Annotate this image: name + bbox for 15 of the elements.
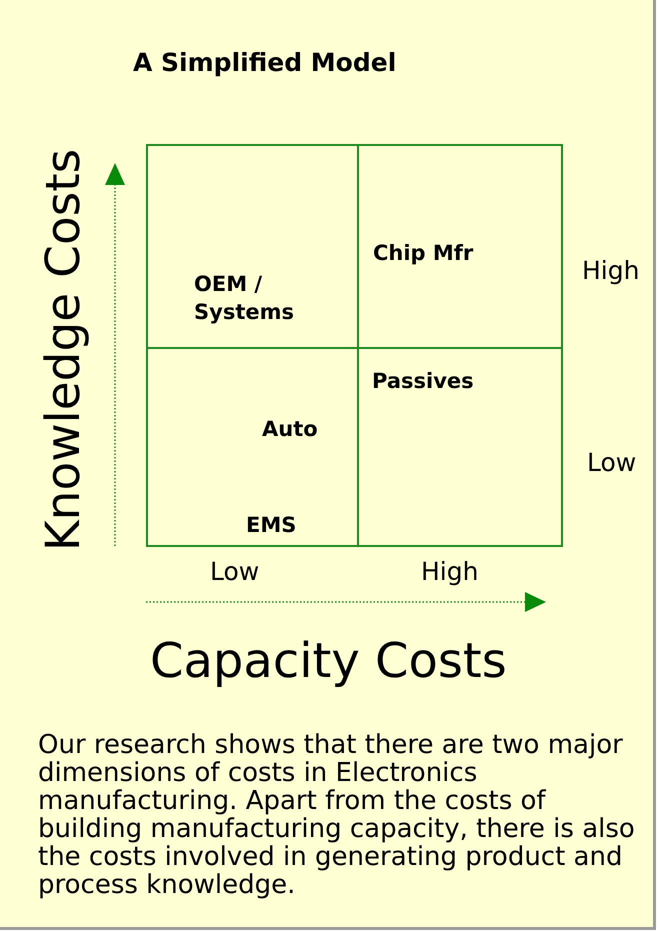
matrix-grid [146, 144, 563, 547]
quadrant-label: Chip Mfr [373, 240, 474, 267]
quadrant-label: OEM / Systems [194, 271, 295, 326]
quadrant-label: EMS [246, 512, 296, 539]
matrix-quadrant [148, 146, 359, 349]
axis-label: Knowledge Costs [34, 148, 92, 552]
quadrant-label: Passives [372, 368, 474, 395]
axis-label: Low [587, 447, 636, 479]
title: A Simplified Model [133, 47, 396, 79]
axis-label: Capacity Costs [150, 632, 507, 691]
axis-label: High [421, 556, 478, 588]
quadrant-label: Auto [262, 416, 318, 443]
axis-label: Low [210, 556, 260, 588]
axis-label: High [582, 255, 640, 287]
caption: Our research shows that there are two major dimensions of costs in Electronics manufacturing. Apart from the costs of building manufacturing capacity, there is also the costs involved in generating product and process knowledge. [38, 731, 636, 899]
